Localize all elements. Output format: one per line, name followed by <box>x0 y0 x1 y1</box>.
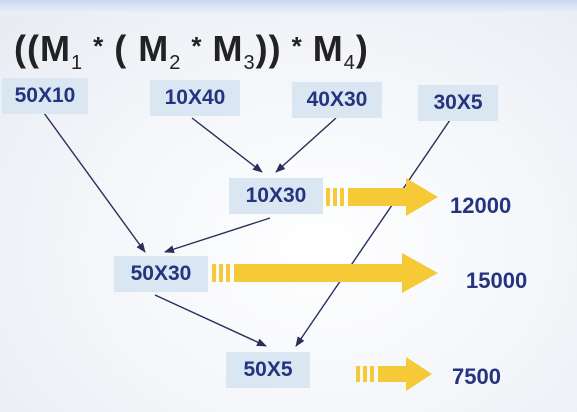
formula-m1-subscript: 1 <box>70 52 84 74</box>
formula-close-parens: )) <box>255 28 282 69</box>
formula-star-1: * <box>93 31 105 61</box>
formula-m3: M <box>212 28 244 69</box>
final-result-dimensions: 50X5 <box>226 352 310 388</box>
connector-m2-to-m2m3 <box>191 117 263 173</box>
matrix-chain-formula: ((M1*( M2*M3))*M4) <box>14 28 369 75</box>
formula-m3-subscript: 3 <box>243 52 256 74</box>
formula-star-3: * <box>291 31 303 61</box>
formula-m2-subscript: 2 <box>169 52 182 74</box>
formula-m1: M <box>39 28 71 69</box>
cost-step2-value: 15000 <box>466 268 528 293</box>
formula-m2: M <box>138 28 170 69</box>
formula-star-2: * <box>191 31 203 61</box>
matrix-m1-dimensions: 50X10 <box>2 78 88 114</box>
matrix-m2-dimensions: 10X40 <box>150 80 240 116</box>
slide-header-band <box>0 0 577 14</box>
intermediate-m1m23-dimensions: 50X30 <box>114 256 208 292</box>
cost-step1-value: 12000 <box>450 193 512 218</box>
connector-m1m23-to-final <box>154 294 267 347</box>
connector-m4-to-final <box>295 119 451 347</box>
formula-close-paren: ) <box>355 28 369 69</box>
connector-m1-to-m1m23 <box>43 112 146 253</box>
formula-open-parens: (( <box>14 28 40 69</box>
matrix-m3-dimensions: 40X30 <box>292 82 382 118</box>
connector-m2m3-to-m1m23 <box>164 217 271 254</box>
matrix-m4-dimensions: 30X5 <box>418 85 498 121</box>
formula-open-paren-2: ( <box>114 28 128 69</box>
formula-m4-subscript: 4 <box>343 52 356 74</box>
cost-arrow-step3 <box>356 357 432 391</box>
cost-arrow-step1 <box>326 178 438 216</box>
cost-step3-value: 7500 <box>452 364 501 389</box>
intermediate-m2m3-dimensions: 10X30 <box>229 178 323 214</box>
connector-m3-to-m2m3 <box>275 117 337 173</box>
cost-arrow-step2 <box>212 253 438 293</box>
formula-m4: M <box>312 28 344 69</box>
